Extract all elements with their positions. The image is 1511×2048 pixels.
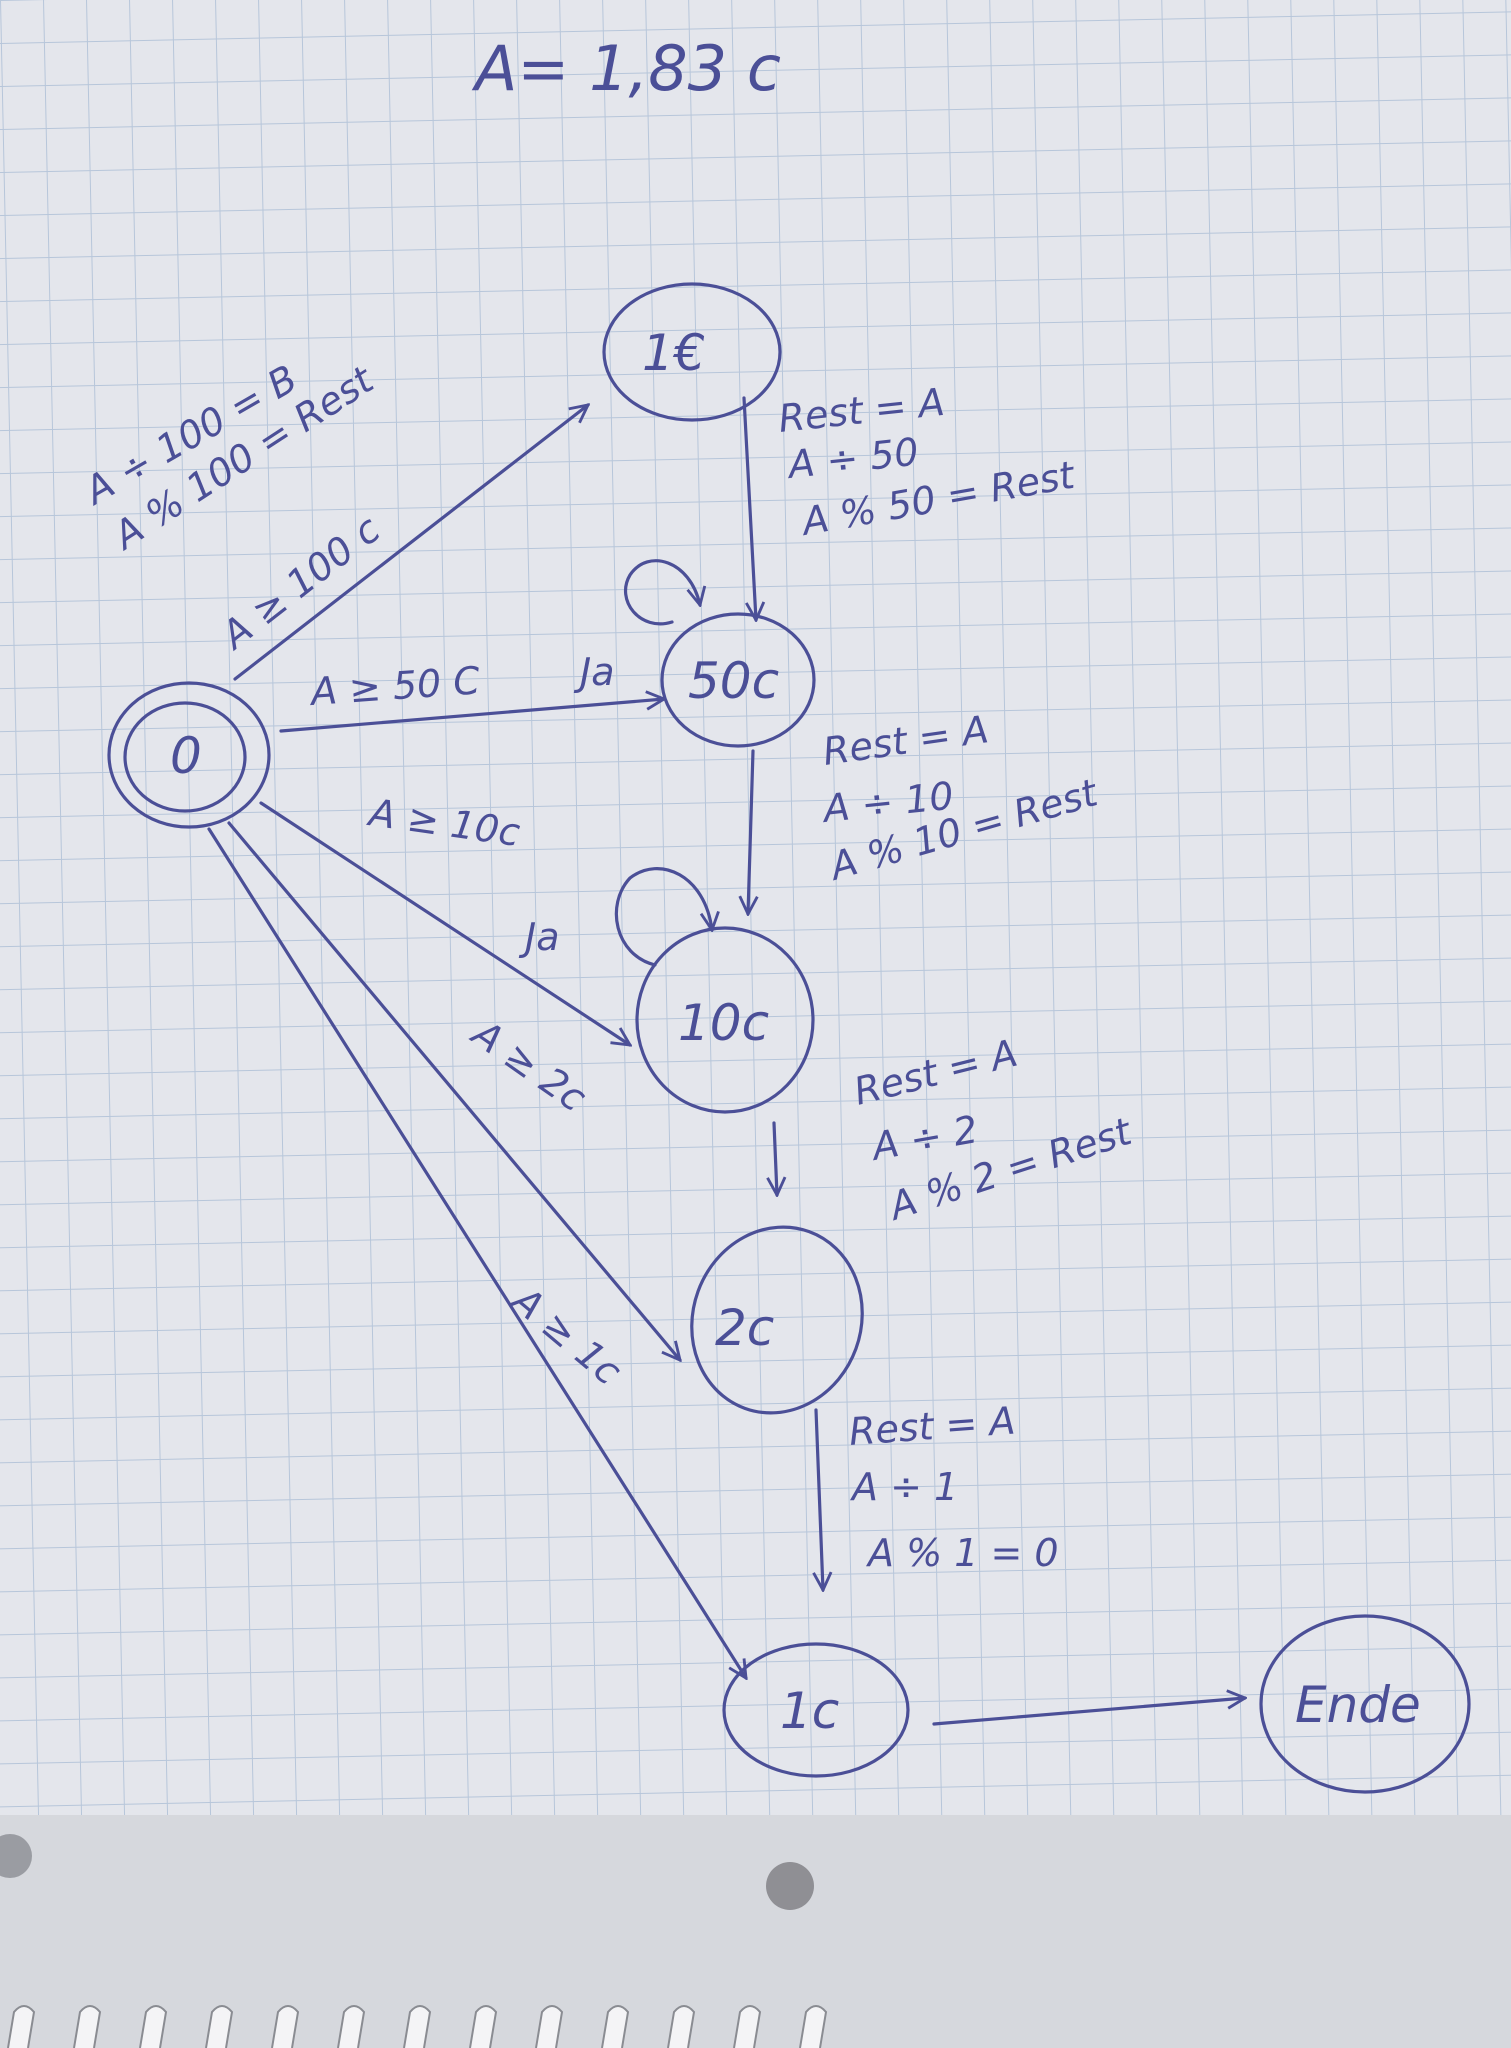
spiral-coil xyxy=(73,2005,102,2048)
punch-hole xyxy=(766,1862,814,1910)
spiral-coil xyxy=(139,2005,168,2048)
spiral-coil xyxy=(7,2005,36,2048)
edge-50c-to-10c xyxy=(748,749,753,914)
node-2c-label: 2c xyxy=(715,1299,774,1357)
node-1-euro: 1€ xyxy=(602,282,782,422)
node-ende: Ende xyxy=(1259,1614,1471,1794)
node-50c: 50c xyxy=(660,612,816,748)
node-10c-label: 10c xyxy=(678,994,769,1052)
diagram-title: A= 1,83 c xyxy=(471,32,781,105)
step-notes-2c-1c: Rest = A A ÷ 1 A % 1 = 0 xyxy=(848,1398,1059,1575)
spiral-coil xyxy=(469,2005,498,2048)
spiral-coil xyxy=(205,2005,234,2048)
spiral-coil xyxy=(535,2005,564,2048)
edge-start-to-2c xyxy=(227,821,680,1360)
node-1-euro-label: 1€ xyxy=(642,324,706,382)
edge-label-ja-10c: Ja xyxy=(518,915,560,959)
node-1c-label: 1c xyxy=(780,1682,839,1740)
node-2c: 2c xyxy=(690,1225,864,1415)
spiral-coil xyxy=(799,2005,828,2048)
edge-1c-to-ende xyxy=(932,1698,1245,1726)
node-1c: 1c xyxy=(722,1642,910,1778)
spiral-coil xyxy=(601,2005,630,2048)
node-start-label: 0 xyxy=(170,727,202,785)
note-line: A ÷ 1 xyxy=(849,1465,958,1509)
edge-label-ja-50c: Ja xyxy=(573,650,615,694)
spiral-coil xyxy=(403,2005,432,2048)
edge-start-to-1c xyxy=(207,827,746,1678)
spiral-coil xyxy=(667,2005,696,2048)
note-line: A % 1 = 0 xyxy=(865,1531,1059,1575)
edge-start-to-1-euro xyxy=(233,405,588,681)
node-10c: 10c xyxy=(635,926,815,1114)
edge-2c-to-1c xyxy=(816,1408,823,1590)
edge-start-to-50c xyxy=(279,699,664,733)
spiral-binding xyxy=(7,2005,828,2048)
spiral-coil xyxy=(733,2005,762,2048)
self-loop-10c xyxy=(614,867,712,967)
spiral-coil xyxy=(271,2005,300,2048)
node-ende-label: Ende xyxy=(1295,1676,1421,1734)
edge-1-euro-to-50c xyxy=(742,396,756,620)
self-loop-50c xyxy=(623,559,700,626)
punch-hole xyxy=(0,1834,32,1878)
edge-10c-to-2c xyxy=(774,1121,777,1195)
spiral-coil xyxy=(337,2005,366,2048)
node-start: 0 xyxy=(107,681,271,829)
node-50c-label: 50c xyxy=(688,652,779,710)
edge-start-to-10c xyxy=(259,801,630,1045)
